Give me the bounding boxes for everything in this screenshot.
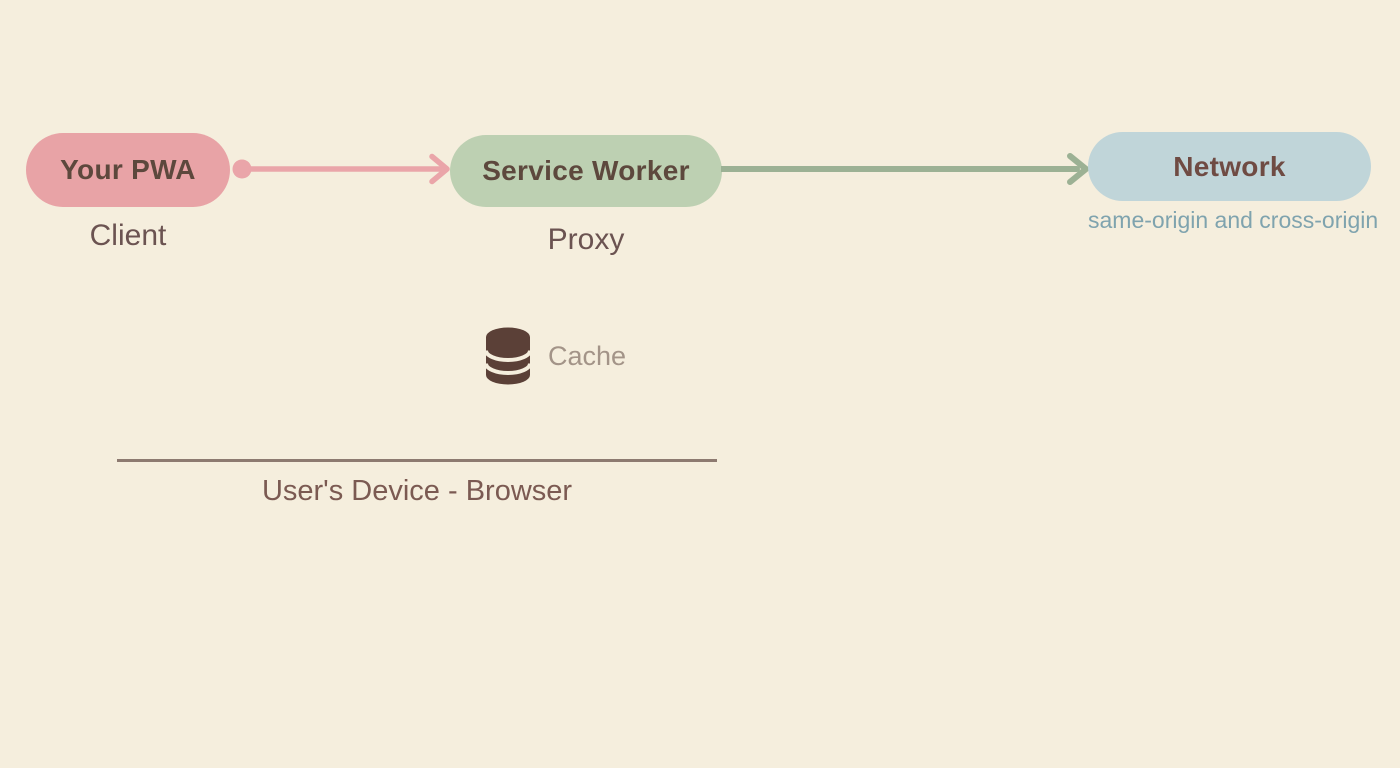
node-network-sublabel: same-origin and cross-origin [1088, 207, 1379, 233]
arrow-service-worker-to-network [721, 153, 1089, 185]
arrow-pwa-to-service-worker [232, 153, 450, 185]
node-your-pwa-sublabel: Client [89, 219, 167, 252]
node-your-pwa: Your PWA [26, 133, 230, 207]
device-boundary-label: User's Device - Browser [261, 475, 573, 507]
node-service-worker-label: Service Worker [482, 155, 690, 186]
arrow-start-dot [232, 159, 252, 179]
node-service-worker: Service Worker [450, 135, 722, 207]
database-icon [485, 327, 531, 385]
arrowhead-icon [429, 153, 450, 185]
node-network: Network [1088, 132, 1371, 201]
cache-node: Cache [485, 327, 626, 385]
node-network-label: Network [1173, 150, 1286, 182]
cache-label: Cache [548, 340, 627, 371]
device-boundary-line [117, 459, 717, 462]
arrowhead-icon [1067, 153, 1089, 185]
node-your-pwa-label: Your PWA [60, 154, 196, 185]
node-service-worker-sublabel: Proxy [547, 223, 625, 256]
